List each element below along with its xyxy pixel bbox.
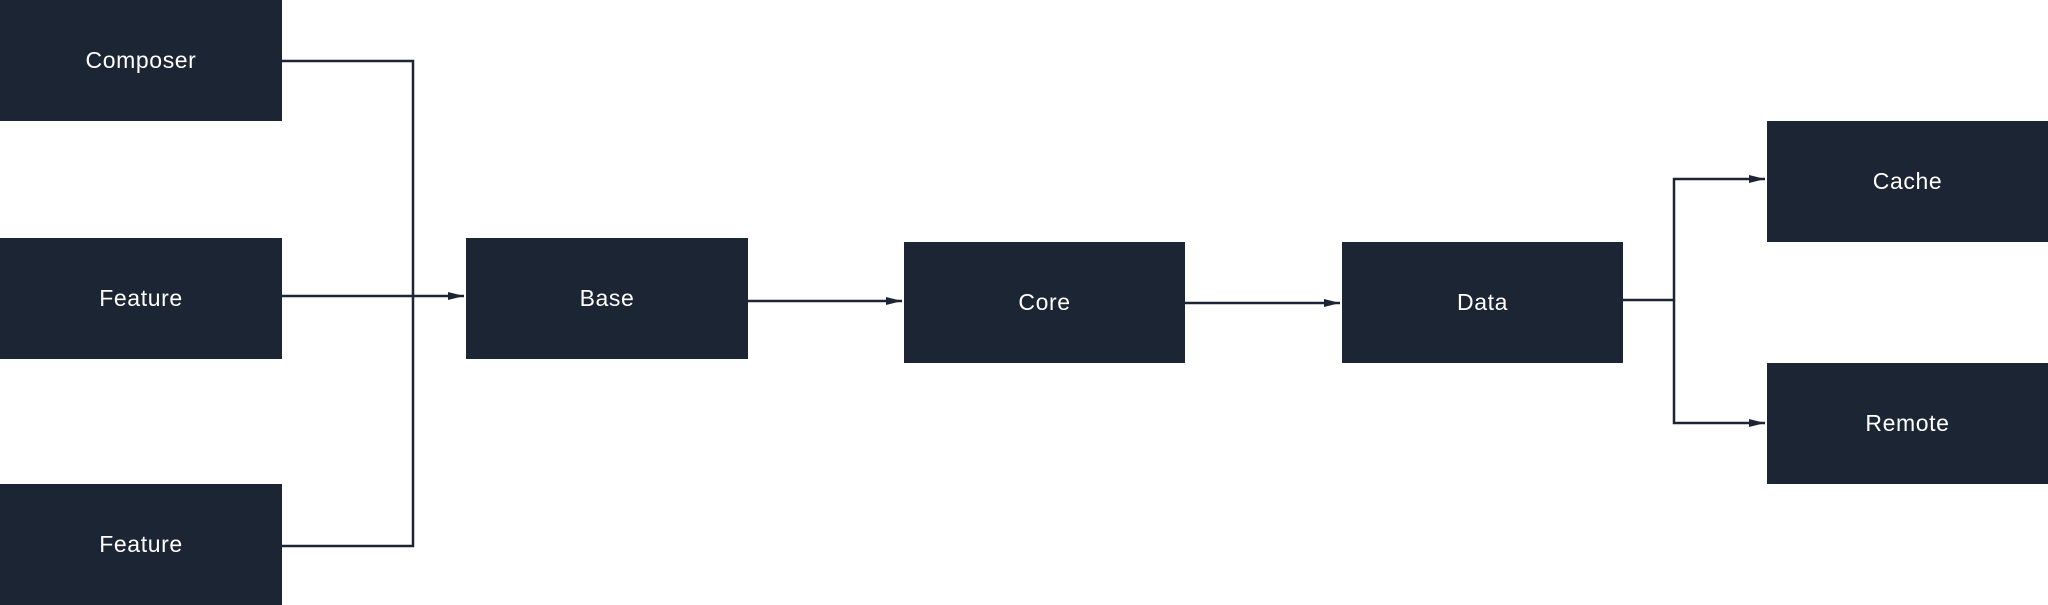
node-base: Base	[466, 238, 748, 359]
node-feature-top-label: Feature	[99, 285, 183, 311]
node-feature-top: Feature	[0, 238, 282, 359]
edge-data-to-cache	[1623, 175, 1765, 302]
node-remote-label: Remote	[1865, 410, 1950, 436]
edge-feature-bottom-to-base	[282, 296, 415, 548]
edge-composer-to-base	[282, 59, 415, 296]
node-data: Data	[1342, 242, 1623, 363]
node-composer: Composer	[0, 0, 282, 121]
node-base-label: Base	[579, 285, 635, 311]
node-composer-label: Composer	[85, 47, 197, 73]
node-cache-label: Cache	[1872, 168, 1943, 194]
node-feature-bottom: Feature	[0, 484, 282, 605]
node-data-label: Data	[1457, 289, 1508, 315]
node-core: Core	[904, 242, 1185, 363]
edge-data-to-remote	[1672, 300, 1765, 427]
node-feature-bottom-label: Feature	[99, 531, 183, 557]
node-remote: Remote	[1767, 363, 2048, 484]
node-core-label: Core	[1018, 289, 1071, 315]
node-cache: Cache	[1767, 121, 2048, 242]
